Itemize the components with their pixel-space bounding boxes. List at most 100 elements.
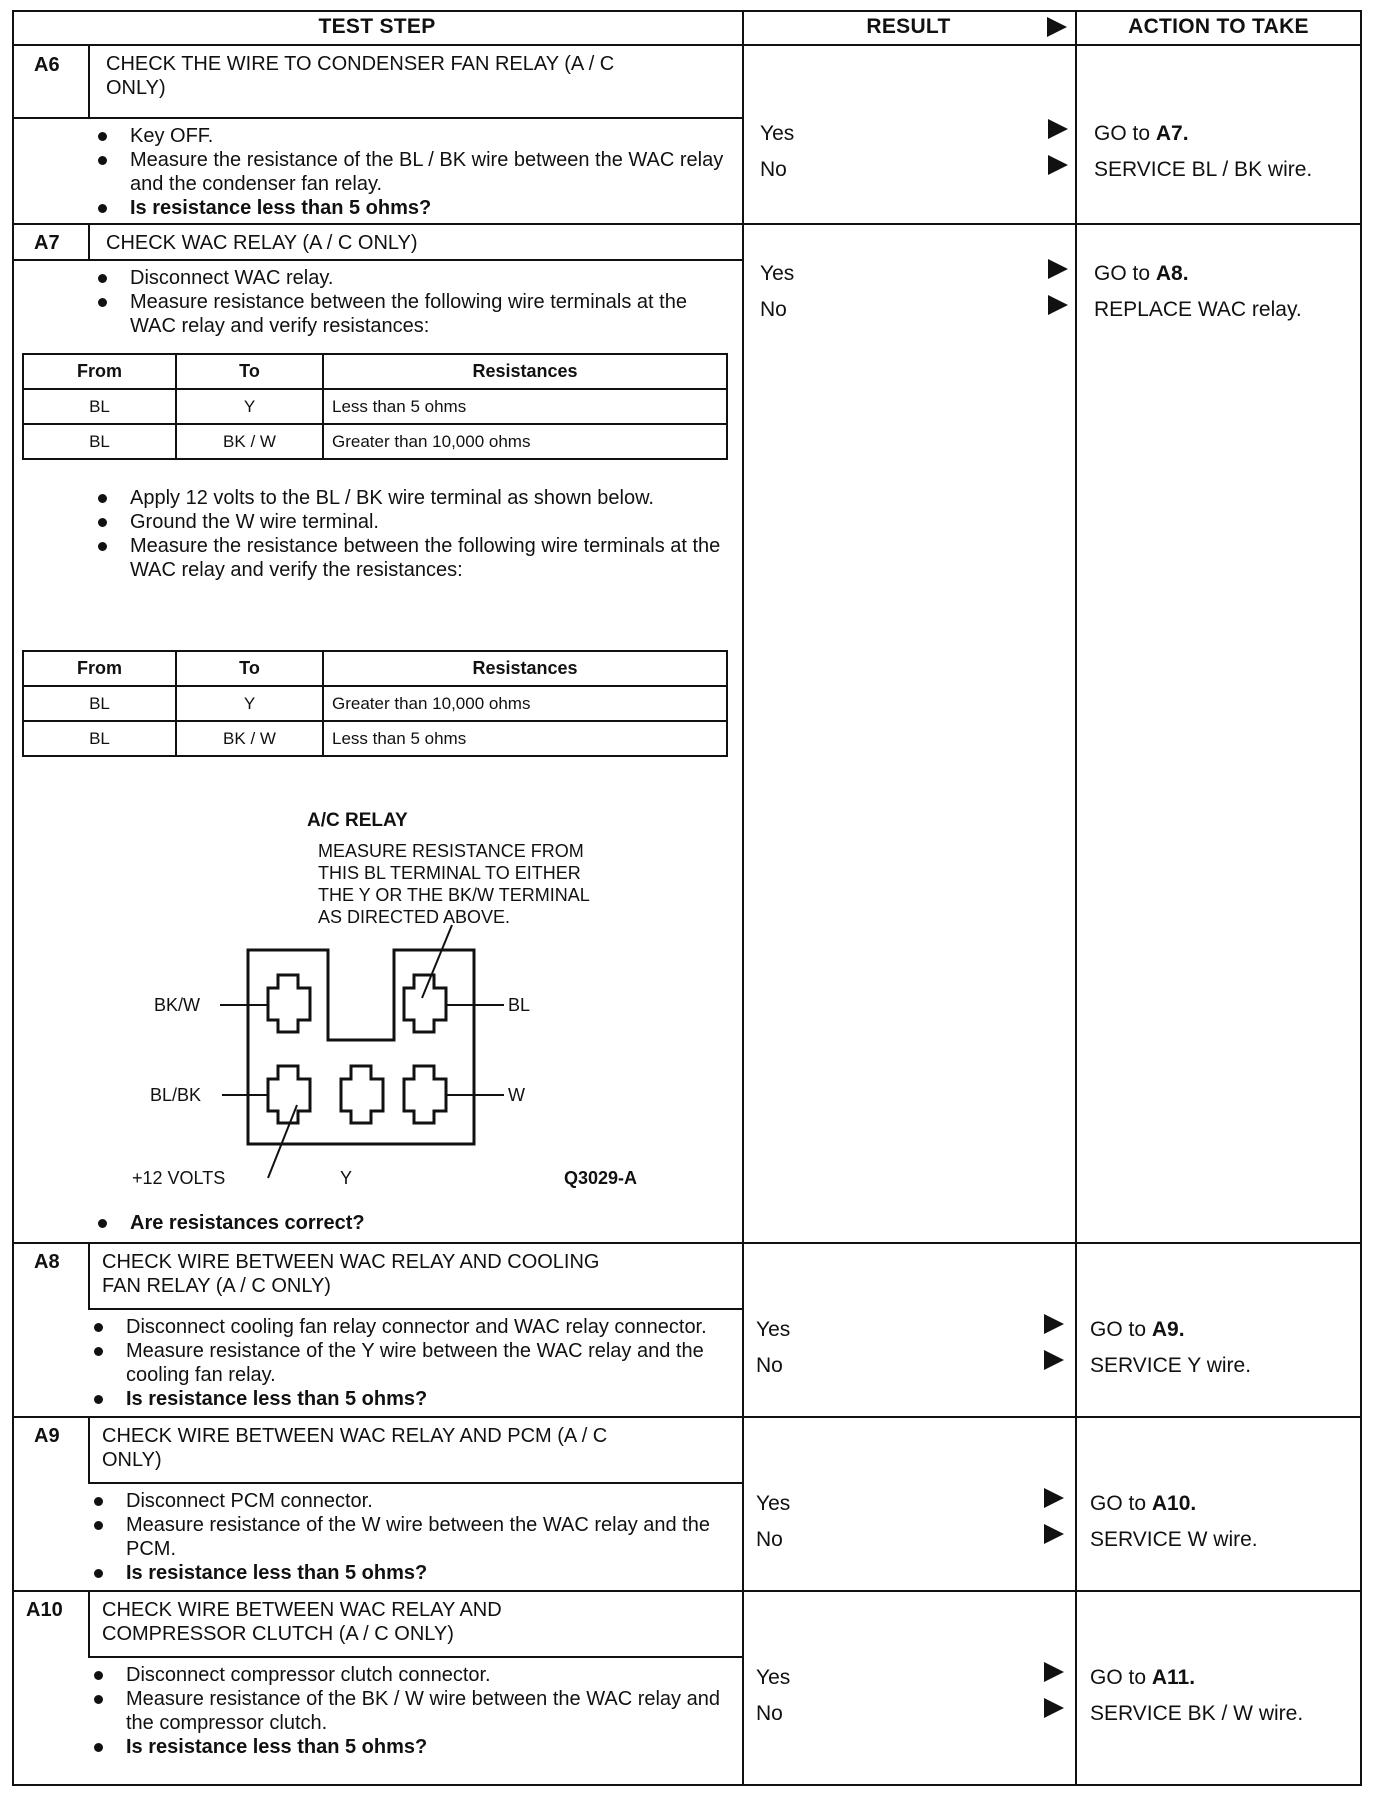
step-title-a8-line2: FAN RELAY (A / C ONLY) [102, 1275, 331, 1297]
terminal-blbk [266, 1064, 312, 1125]
step-id-a8: A8 [34, 1251, 60, 1273]
result-yes: Yes [756, 1318, 791, 1341]
action-a8: GO to A9. SERVICE Y wire. [1090, 1312, 1251, 1384]
step-title-a6: CHECK THE WIRE TO CONDENSER FAN RELAY (A… [106, 52, 614, 100]
label-bl: BL [508, 995, 531, 1015]
table-cell: BL [22, 423, 177, 460]
a9-id-divider [88, 1416, 90, 1482]
list-item: Key OFF. [88, 124, 728, 148]
diagram-note-line: AS DIRECTED ABOVE. [318, 907, 511, 927]
step-title-a9-line1: CHECK WIRE BETWEEN WAC RELAY AND PCM (A … [102, 1425, 608, 1447]
list-item: Disconnect WAC relay. [88, 266, 728, 290]
result-no: No [756, 1354, 783, 1377]
step-title-a8-line1: CHECK WIRE BETWEEN WAC RELAY AND COOLING [102, 1251, 600, 1273]
list-item: Ground the W wire terminal. [88, 510, 728, 534]
row-rule-a6 [12, 223, 1362, 225]
table-cell: BL [22, 720, 177, 757]
list-item: Measure resistance of the W wire between… [84, 1513, 724, 1561]
action-a9: GO to A10. SERVICE W wire. [1090, 1486, 1258, 1558]
header-result: RESULT [742, 10, 1075, 44]
result-yes: Yes [760, 262, 795, 285]
action-a10: GO to A11. SERVICE BK / W wire. [1090, 1660, 1303, 1732]
step-id-a9: A9 [34, 1425, 60, 1447]
table-header-row: From To Resistances [22, 353, 728, 390]
row-rule-a7 [12, 1242, 1362, 1244]
table-cell: BL [22, 388, 177, 425]
action-target: A9. [1151, 1318, 1185, 1341]
label-bkw: BK/W [154, 995, 201, 1015]
step-id-a10: A10 [26, 1599, 63, 1621]
action-yes: GO to A8. [1094, 256, 1302, 292]
arrow-icon [1048, 259, 1068, 284]
step-id-a7: A7 [34, 232, 60, 254]
result-a9: Yes No [756, 1486, 790, 1558]
list-item: Is resistance less than 5 ohms? [84, 1735, 724, 1759]
column-divider-action [1075, 10, 1077, 1786]
table-row: BL BK / W Less than 5 ohms [22, 720, 728, 757]
arrow-icon [1048, 155, 1068, 180]
step-title-a9-line2: ONLY) [102, 1449, 162, 1471]
arrow-icon [1044, 1314, 1064, 1339]
action-no: SERVICE Y wire. [1090, 1354, 1252, 1377]
table-cell: BK / W [175, 423, 324, 460]
list-item: Measure resistance between the following… [88, 290, 728, 338]
step-title-a7: CHECK WAC RELAY (A / C ONLY) [106, 232, 418, 254]
action-target: A10. [1151, 1492, 1197, 1515]
action-no: SERVICE W wire. [1090, 1528, 1258, 1551]
list-item: Are resistances correct? [88, 1211, 728, 1235]
action-yes: GO to A11. [1090, 1660, 1303, 1696]
label-plus12-volts: +12 VOLTS [132, 1168, 226, 1188]
a7-title-rule [12, 259, 742, 261]
column-divider-result [742, 10, 744, 1786]
a8-title-rule [88, 1308, 742, 1310]
header-arrow-icon [1047, 17, 1067, 42]
action-yes: GO to A10. [1090, 1486, 1258, 1522]
arrow-icon [1044, 1662, 1064, 1687]
arrow-icon [1044, 1488, 1064, 1513]
table-cell: Greater than 10,000 ohms [322, 685, 728, 722]
step-title-a6-line2: ONLY) [106, 77, 166, 99]
result-yes: Yes [760, 122, 795, 145]
action-a7: GO to A8. REPLACE WAC relay. [1094, 256, 1302, 328]
step-a8-procedure: Disconnect cooling fan relay connector a… [84, 1315, 724, 1411]
step-a7-procedure-1: Disconnect WAC relay. Measure resistance… [88, 266, 728, 338]
column-header: To [175, 650, 324, 687]
row-rule-a8 [12, 1416, 1362, 1418]
table-row: BL Y Greater than 10,000 ohms [22, 685, 728, 722]
table-cell: BL [22, 685, 177, 722]
list-item: Measure the resistance of the BL / BK wi… [88, 148, 728, 196]
column-header: Resistances [322, 650, 728, 687]
header-action: ACTION TO TAKE [1128, 15, 1309, 38]
table-cell: Greater than 10,000 ohms [322, 423, 728, 460]
diagram-note-line: THE Y OR THE BK/W TERMINAL [318, 885, 590, 905]
diagram-note-line: MEASURE RESISTANCE FROM [318, 841, 584, 861]
column-header: From [22, 353, 177, 390]
list-item: Measure the resistance between the follo… [88, 534, 728, 582]
result-no: No [756, 1528, 783, 1551]
a6-id-divider [88, 44, 90, 117]
result-a8: Yes No [756, 1312, 790, 1384]
label-y: Y [340, 1168, 353, 1188]
result-a6: Yes No [760, 116, 794, 188]
step-title-a10: CHECK WIRE BETWEEN WAC RELAY AND COMPRES… [102, 1598, 502, 1646]
terminal-bl [402, 973, 448, 1034]
diagnostic-table: TEST STEP RESULT ACTION TO TAKE A6 CHECK… [12, 10, 1362, 1786]
table-cell: BK / W [175, 720, 324, 757]
action-a6: GO to A7. SERVICE BL / BK wire. [1094, 116, 1312, 188]
table-row: BL Y Less than 5 ohms [22, 388, 728, 425]
diagram-note-line: THIS BL TERMINAL TO EITHER [318, 863, 581, 883]
step-title-a10-line1: CHECK WIRE BETWEEN WAC RELAY AND [102, 1599, 502, 1621]
table-frame [12, 10, 1362, 1786]
step-a10-procedure: Disconnect compressor clutch connector. … [84, 1663, 724, 1759]
leader-note [421, 924, 453, 999]
result-no: No [760, 298, 787, 321]
table-cell: Less than 5 ohms [322, 720, 728, 757]
list-item: Measure resistance of the Y wire between… [84, 1339, 724, 1387]
a10-id-divider [88, 1590, 90, 1656]
list-item: Apply 12 volts to the BL / BK wire termi… [88, 486, 728, 510]
list-item: Disconnect PCM connector. [84, 1489, 724, 1513]
action-yes: GO to A9. [1090, 1312, 1251, 1348]
result-no: No [760, 158, 787, 181]
action-no: SERVICE BK / W wire. [1090, 1702, 1304, 1725]
terminal-bkw [266, 973, 312, 1034]
